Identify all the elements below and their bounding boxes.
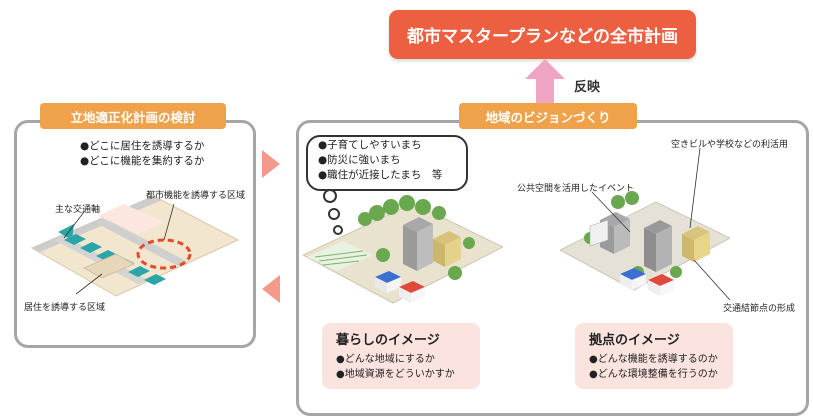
left-bullet-1: どこに居住を誘導するか	[80, 140, 204, 152]
vacant-building-label: 空きビルや学校などの利活用	[671, 140, 789, 150]
left-bullet-list: どこに居住を誘導するか どこに機能を集約するか	[80, 139, 204, 169]
reflect-up-arrow-icon	[525, 59, 565, 103]
residence-leader-line	[75, 273, 103, 295]
urban-area-zone	[98, 204, 164, 234]
event-label: 公共空間を活用したイベント	[517, 184, 635, 194]
hub-image-box: 拠点のイメージ どんな機能を誘導するのか どんな環境整備を行うのか	[575, 323, 733, 389]
bubble-bullet-list: 子育てしやすいまち 防災に強いまち 職住が近接したまち 等	[318, 138, 442, 183]
right-triangle-icon	[262, 150, 280, 178]
bubble-bullet-3: 職住が近接したまち 等	[318, 169, 442, 181]
life-line-1: どんな地域にするか	[336, 354, 435, 365]
compact-city-map	[30, 195, 240, 297]
vision-title: 地域のビジョンづくり	[459, 103, 637, 129]
reflection-label: 反映	[574, 80, 601, 95]
residence-area-label: 居住を誘導する区域	[24, 303, 106, 313]
master-plan-banner: 都市マスタープランなどの全市計画	[389, 10, 696, 59]
map-road-diagonal	[94, 218, 188, 266]
bubble-bullet-1: 子育てしやすいまち	[318, 139, 422, 151]
life-line-2: 地域資源をどういかすか	[336, 369, 455, 380]
axis-leader-line	[63, 211, 85, 239]
residence-zone	[83, 253, 135, 279]
main-axis-label: 主な交通軸	[55, 205, 101, 215]
vision-thought-bubble	[306, 135, 468, 191]
urban-leader-line	[163, 203, 175, 241]
bubble-tail-icon	[323, 189, 343, 235]
left-bullet-2: どこに機能を集約するか	[80, 155, 204, 167]
map-road-lower	[54, 236, 148, 284]
location-plan-title: 立地適正化計画の検討	[40, 103, 226, 129]
hub-line-2: どんな環境整備を行うのか	[589, 369, 718, 380]
urban-area-label: 都市機能を誘導する区域	[146, 191, 246, 201]
transit-node-label: 交通結節点の形成	[723, 304, 796, 314]
left-triangle-icon	[262, 275, 280, 303]
living-town-illustration	[303, 195, 503, 304]
hub-image-title: 拠点のイメージ	[589, 333, 680, 348]
bubble-bullet-2: 防災に強いまち	[318, 154, 401, 166]
hub-line-1: どんな機能を誘導するのか	[589, 354, 718, 365]
hub-town-illustration	[560, 191, 730, 296]
right-leader-lines	[591, 147, 731, 301]
life-image-box: 暮らしのイメージ どんな地域にするか 地域資源をどういかすか	[322, 323, 480, 389]
life-image-title: 暮らしのイメージ	[336, 333, 440, 348]
